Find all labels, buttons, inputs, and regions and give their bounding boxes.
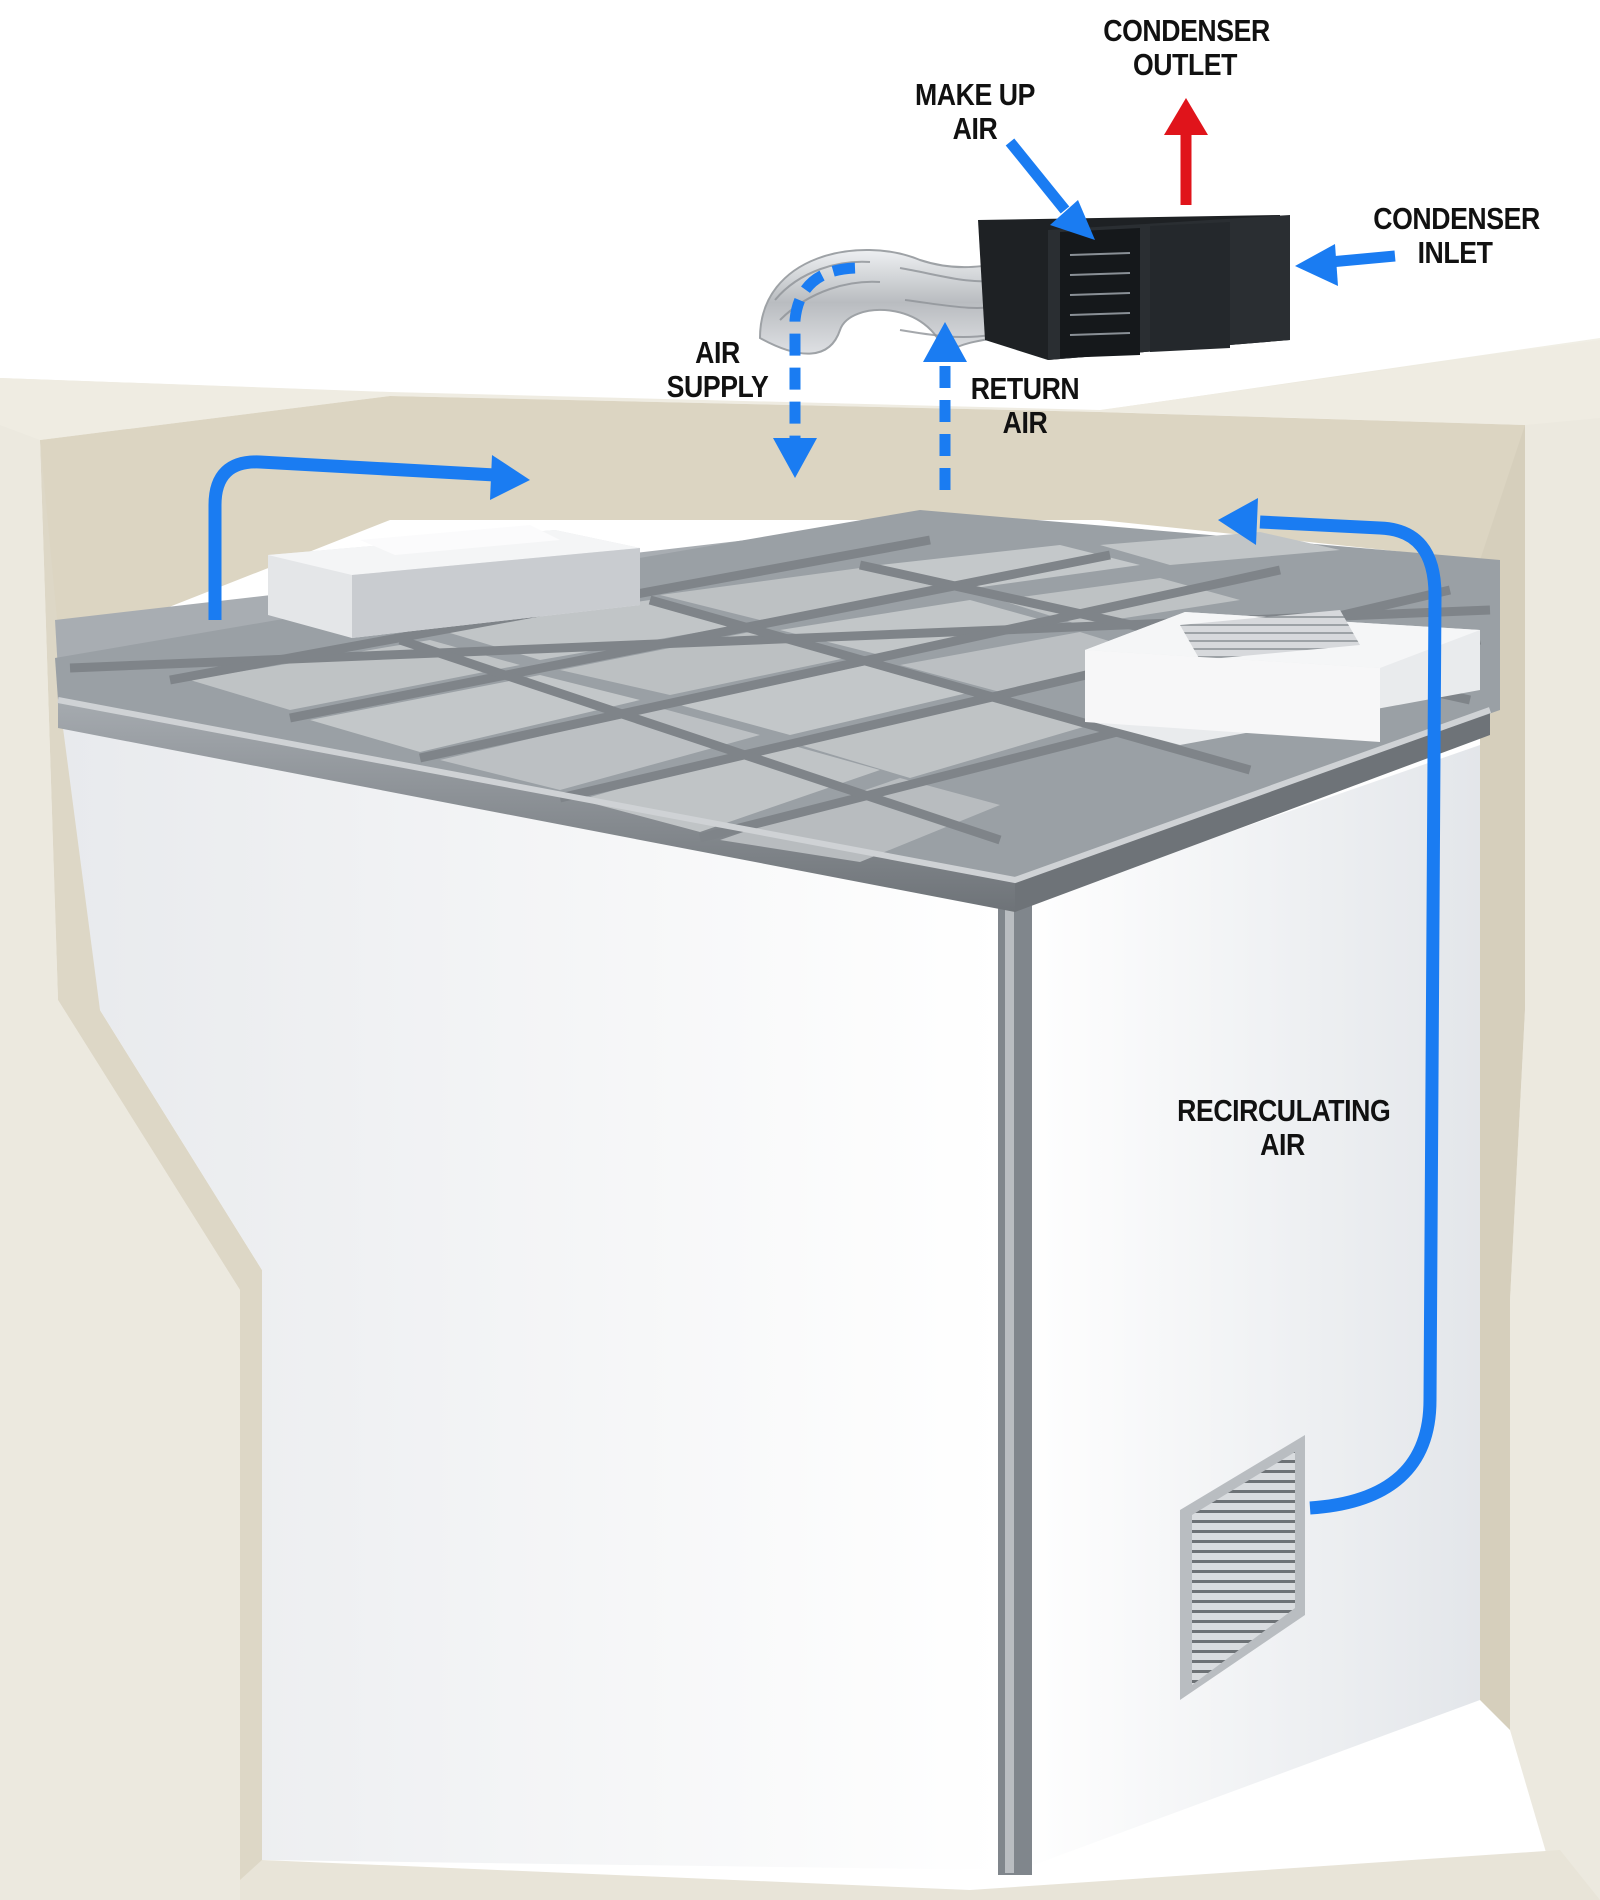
arrowhead-icon	[923, 322, 967, 362]
air-supply-arrow	[789, 262, 856, 440]
label-make-up-air: MAKE UP AIR	[915, 77, 1035, 146]
ceiling-tile	[190, 640, 520, 710]
ceiling-tile	[1100, 532, 1340, 565]
label-recirculating-air: RECIRCULATING AIR	[1177, 1093, 1391, 1162]
shell-left-wall	[0, 425, 262, 1900]
fan-filter-unit-right	[1085, 610, 1480, 745]
arrowhead-icon	[490, 455, 530, 500]
return-air-grille	[1180, 1435, 1305, 1700]
ceiling-tile	[440, 600, 740, 660]
label-condenser-outlet: CONDENSER OUTLET	[1103, 13, 1270, 82]
make-up-air-arrow	[1005, 138, 1070, 214]
arrowhead-icon	[773, 438, 817, 478]
flexible-duct	[758, 248, 1052, 357]
cleanroom-walls	[60, 705, 1480, 1875]
ceiling-tile	[720, 778, 1000, 862]
ceiling-rim	[57, 697, 1492, 884]
condenser-inlet-arrow	[1329, 250, 1396, 268]
ceiling-edge-left	[58, 700, 1015, 912]
shell-floor	[240, 1850, 1600, 1900]
cleanroom-right-wall	[1020, 745, 1480, 1870]
label-air-supply: AIR SUPPLY	[666, 335, 769, 404]
arrowhead-icon	[1295, 244, 1338, 286]
label-return-air: RETURN AIR	[970, 371, 1080, 440]
supply-plenum-arrow	[208, 455, 496, 620]
shell-right-inner	[1480, 425, 1525, 1730]
corner-post-highlight	[1005, 902, 1014, 1873]
ceiling-tile	[440, 708, 760, 790]
arrowhead-red-icon	[1164, 98, 1208, 135]
ceiling-tile	[880, 545, 1140, 590]
corner-post	[998, 900, 1032, 1875]
shell-right-wall	[1510, 418, 1600, 1900]
arrowhead-icon	[1050, 200, 1095, 240]
ceiling-edge-right	[1015, 710, 1490, 912]
condenser-unit	[978, 215, 1290, 360]
shell-roof-band	[0, 340, 1600, 440]
cleanroom-left-wall	[60, 705, 1000, 1870]
plenum-back-wall	[40, 396, 1525, 650]
label-condenser-inlet: CONDENSER INLET	[1373, 201, 1540, 270]
arrowhead-icon	[1218, 498, 1258, 545]
ceiling-tile	[680, 662, 980, 735]
ceiling-tile	[660, 568, 950, 620]
fan-filter-unit-left	[268, 525, 640, 638]
ceiling-tile	[560, 630, 860, 695]
ceiling-tile	[800, 698, 1090, 778]
airflow-arrows	[208, 98, 1442, 1515]
ceiling-tile	[780, 600, 1060, 655]
recirculating-air-arrow	[1259, 515, 1442, 1515]
